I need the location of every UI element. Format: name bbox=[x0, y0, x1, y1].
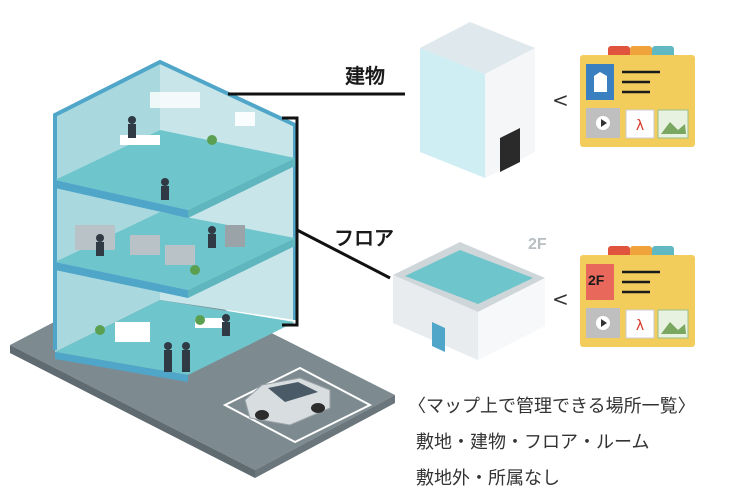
floor-label: フロア bbox=[334, 226, 394, 250]
svg-text:λ: λ bbox=[636, 318, 644, 334]
folder-floor: λ bbox=[580, 246, 695, 347]
building-icon-large bbox=[420, 22, 535, 178]
chevron-icon-1: < bbox=[552, 88, 569, 112]
floor-box-icon bbox=[393, 242, 545, 360]
caption-line-1: 敷地・建物・フロア・ルーム bbox=[416, 432, 650, 453]
chevron-icon-2: < bbox=[552, 287, 569, 311]
building-cutaway bbox=[53, 59, 297, 382]
connector-lines bbox=[228, 92, 405, 327]
caption-title: 〈マップ上で管理できる場所一覧〉 bbox=[408, 396, 696, 417]
caption-line-2: 敷地外・所属なし bbox=[416, 468, 560, 489]
folder-building: λ bbox=[580, 46, 695, 147]
building-label: 建物 bbox=[345, 64, 385, 88]
car-illustration bbox=[244, 377, 331, 426]
svg-text:λ: λ bbox=[636, 118, 644, 134]
folder-floor-badge: 2F bbox=[588, 272, 605, 288]
floor-tag-2f: 2F bbox=[528, 236, 547, 253]
